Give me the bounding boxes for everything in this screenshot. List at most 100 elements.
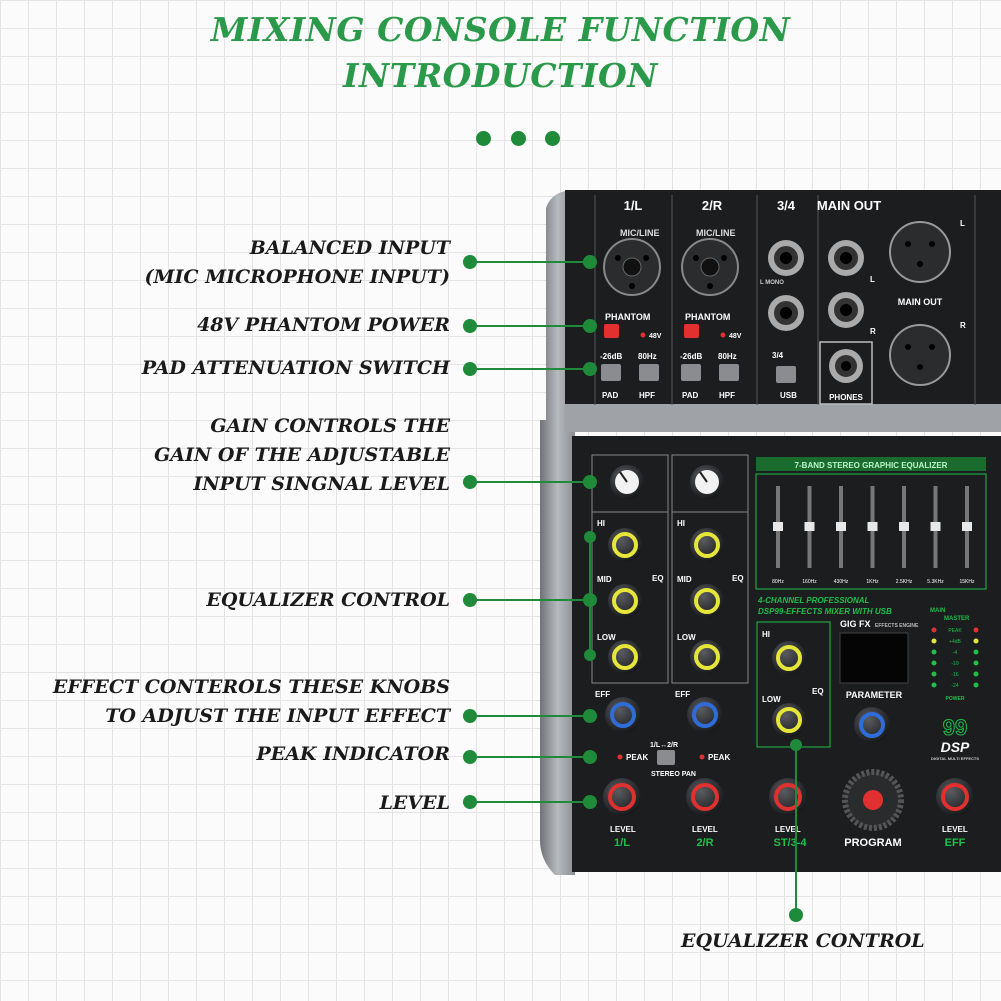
level-meter: PEAK+4dB-4-10-16-24 bbox=[931, 627, 979, 689]
gain-knob-2[interactable] bbox=[690, 465, 724, 499]
pad-db-label: -26dB bbox=[600, 352, 622, 361]
parameter-label: PARAMETER bbox=[846, 690, 903, 700]
mid-label: MID bbox=[677, 575, 692, 584]
eq-fader-80Hz[interactable] bbox=[773, 522, 783, 531]
ch2-label: 2/R bbox=[702, 198, 723, 213]
ch1-label: 1/L bbox=[624, 198, 643, 213]
peak-led-1 bbox=[617, 754, 623, 760]
meter-row-label: -10 bbox=[951, 661, 958, 667]
line-jack-3[interactable] bbox=[768, 240, 804, 276]
r-label: R bbox=[870, 327, 876, 336]
main-out-jack-l[interactable] bbox=[828, 240, 864, 276]
meter-main-label: MAIN bbox=[930, 608, 945, 614]
callout-line: TO ADJUST THE INPUT EFFECT bbox=[105, 705, 450, 727]
xlr-out-r[interactable] bbox=[889, 324, 951, 386]
callout-balanced-input: BALANCED INPUT (MIC MICROPHONE INPUT) bbox=[144, 234, 450, 292]
dsp-logo: DSP bbox=[941, 739, 970, 755]
phantom-switch-2[interactable] bbox=[684, 324, 699, 338]
meter-row-label: PEAK bbox=[948, 628, 962, 634]
level-label: LEVEL bbox=[692, 825, 718, 834]
phones-jack[interactable] bbox=[829, 349, 863, 383]
callout-line: INPUT SINGNAL LEVEL bbox=[193, 473, 450, 495]
low-label: LOW bbox=[677, 633, 696, 642]
hi-label: HI bbox=[762, 630, 770, 639]
ch1-foot-label: 1/L bbox=[614, 837, 630, 849]
combo-jack-2[interactable] bbox=[681, 238, 739, 296]
pad-label: PAD bbox=[682, 391, 699, 400]
eq-fader-2.5KHz[interactable] bbox=[899, 522, 909, 531]
dsp99-logo: 99 bbox=[943, 715, 967, 740]
meter-led bbox=[973, 682, 979, 688]
peak-label: PEAK bbox=[626, 753, 648, 762]
main-out-jack-r[interactable] bbox=[828, 292, 864, 328]
eq-low-knob-st34[interactable] bbox=[772, 703, 806, 737]
eq-hi-knob-1[interactable] bbox=[608, 528, 642, 562]
callout-line: EQUALIZER CONTROL bbox=[206, 589, 450, 611]
meter-row-label: -24 bbox=[951, 683, 958, 689]
hpf-hz-label: 80Hz bbox=[638, 352, 657, 361]
eq-fader-5.3KHz[interactable] bbox=[930, 522, 941, 531]
pad-label: PAD bbox=[602, 391, 619, 400]
phones-label: PHONES bbox=[829, 393, 863, 402]
level-knob-1[interactable] bbox=[603, 778, 641, 816]
pad-switch-1[interactable] bbox=[601, 364, 621, 381]
l-label: L bbox=[870, 275, 875, 284]
hpf-label: HPF bbox=[719, 391, 735, 400]
meter-led bbox=[973, 671, 979, 677]
eq-freq-label: 430Hz bbox=[834, 579, 849, 585]
xlr-out-l[interactable] bbox=[889, 221, 951, 283]
eq-hi-knob-2[interactable] bbox=[690, 528, 724, 562]
eq-low-knob-2[interactable] bbox=[690, 640, 724, 674]
brand-line2: DSP99-EFFECTS MIXER WITH USB bbox=[758, 607, 892, 616]
hpf-switch-1[interactable] bbox=[639, 364, 659, 381]
callout-effect: EFFECT CONTEROLS THESE KNOBS TO ADJUST T… bbox=[53, 673, 450, 731]
v48-label: 48V bbox=[729, 333, 742, 340]
line-jack-4[interactable] bbox=[768, 295, 804, 331]
meter-led bbox=[931, 638, 937, 644]
callout-gain: GAIN CONTROLS THE GAIN OF THE ADJUSTABLE… bbox=[154, 412, 450, 499]
eq-low-knob-1[interactable] bbox=[608, 640, 642, 674]
decor-dot bbox=[476, 131, 491, 146]
parameter-knob[interactable] bbox=[854, 707, 890, 743]
eq-fader-1KHz[interactable] bbox=[867, 522, 878, 531]
power-label: POWER bbox=[946, 696, 965, 702]
eq-fader-160Hz[interactable] bbox=[804, 522, 815, 531]
pad-switch-2[interactable] bbox=[681, 364, 701, 381]
usb-switch[interactable] bbox=[776, 366, 796, 383]
phantom-switch-1[interactable] bbox=[604, 324, 619, 338]
eq-fader-15KHz[interactable] bbox=[962, 522, 972, 531]
eq-mid-knob-2[interactable] bbox=[690, 584, 724, 618]
eq7-title: 7-BAND STEREO GRAPHIC EQUALIZER bbox=[795, 461, 948, 470]
gain-knob-1[interactable] bbox=[610, 465, 644, 499]
eff-knob-2[interactable] bbox=[687, 697, 723, 733]
eq-fader-430Hz[interactable] bbox=[836, 522, 846, 531]
program-knob[interactable] bbox=[842, 769, 904, 831]
stereo-pan-button[interactable] bbox=[657, 750, 675, 765]
low-label: LOW bbox=[762, 695, 781, 704]
level-knob-2[interactable] bbox=[686, 778, 724, 816]
level-knob-st34[interactable] bbox=[769, 778, 807, 816]
callout-equalizer-bottom: EQUALIZER CONTROL bbox=[681, 930, 925, 952]
callout-level: LEVEL bbox=[380, 789, 450, 818]
meter-led bbox=[973, 638, 979, 644]
eq-freq-label: 5.3KHz bbox=[927, 579, 944, 585]
combo-jack-1[interactable] bbox=[603, 238, 661, 296]
l-label: L bbox=[960, 219, 965, 228]
hpf-label: HPF bbox=[639, 391, 655, 400]
mic-line-label: MIC/LINE bbox=[620, 228, 660, 238]
ch2-foot-label: 2/R bbox=[696, 837, 713, 849]
eq-mid-knob-1[interactable] bbox=[608, 584, 642, 618]
mid-label: MID bbox=[597, 575, 612, 584]
hpf-switch-2[interactable] bbox=[719, 364, 739, 381]
meter-master-label: MASTER bbox=[944, 616, 970, 622]
eff-knob-1[interactable] bbox=[605, 697, 641, 733]
main-out-xlr-label: MAIN OUT bbox=[898, 297, 943, 307]
hi-label: HI bbox=[597, 519, 605, 528]
meter-led bbox=[973, 649, 979, 655]
eq-label: EQ bbox=[732, 574, 744, 583]
level-label: LEVEL bbox=[775, 825, 801, 834]
hpf-hz-label: 80Hz bbox=[718, 352, 737, 361]
eq-hi-knob-st34[interactable] bbox=[772, 641, 806, 675]
callout-equalizer: EQUALIZER CONTROL bbox=[206, 586, 450, 615]
level-knob-eff[interactable] bbox=[936, 778, 974, 816]
